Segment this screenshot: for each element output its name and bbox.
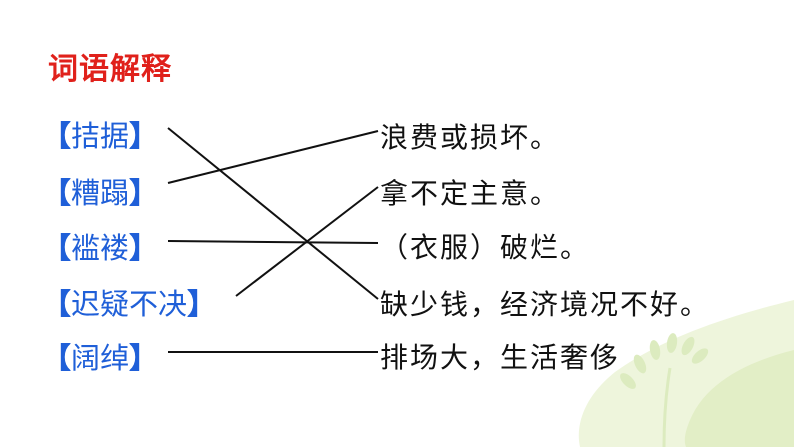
match-line (235, 186, 379, 297)
bracket-open: 【 (42, 176, 72, 210)
term-text: 糟蹋 (71, 176, 130, 210)
term-item: 【拮据】 (42, 116, 158, 156)
match-line (167, 240, 379, 244)
term-item: 【迟疑不决】 (42, 284, 216, 324)
definition-item: 缺少钱，经济境况不好。 (380, 288, 711, 321)
term-text: 褴褛 (71, 231, 130, 265)
match-line (167, 127, 379, 300)
bracket-open: 【 (42, 287, 72, 321)
bracket-close: 】 (187, 287, 217, 321)
bracket-open: 【 (42, 119, 72, 153)
term-item: 【糟蹋】 (42, 173, 158, 213)
definition-item: 排场大，生活奢侈 (380, 341, 621, 374)
term-item: 【阔绰】 (42, 338, 158, 378)
term-text: 拮据 (71, 119, 130, 153)
term-text: 阔绰 (71, 341, 130, 375)
page-title: 词语解释 (48, 52, 172, 87)
bracket-open: 【 (42, 341, 72, 375)
term-item: 【褴褛】 (42, 228, 158, 268)
term-text: 迟疑不决 (71, 287, 188, 321)
definition-item: （衣服）破烂。 (380, 231, 591, 264)
definition-item: 拿不定主意。 (380, 177, 561, 210)
bracket-close: 】 (129, 119, 159, 153)
definition-item: 浪费或损坏。 (380, 121, 561, 154)
bracket-open: 【 (42, 231, 72, 265)
bracket-close: 】 (129, 176, 159, 210)
bracket-close: 】 (129, 341, 159, 375)
bracket-close: 】 (129, 231, 159, 265)
match-line (167, 130, 379, 184)
